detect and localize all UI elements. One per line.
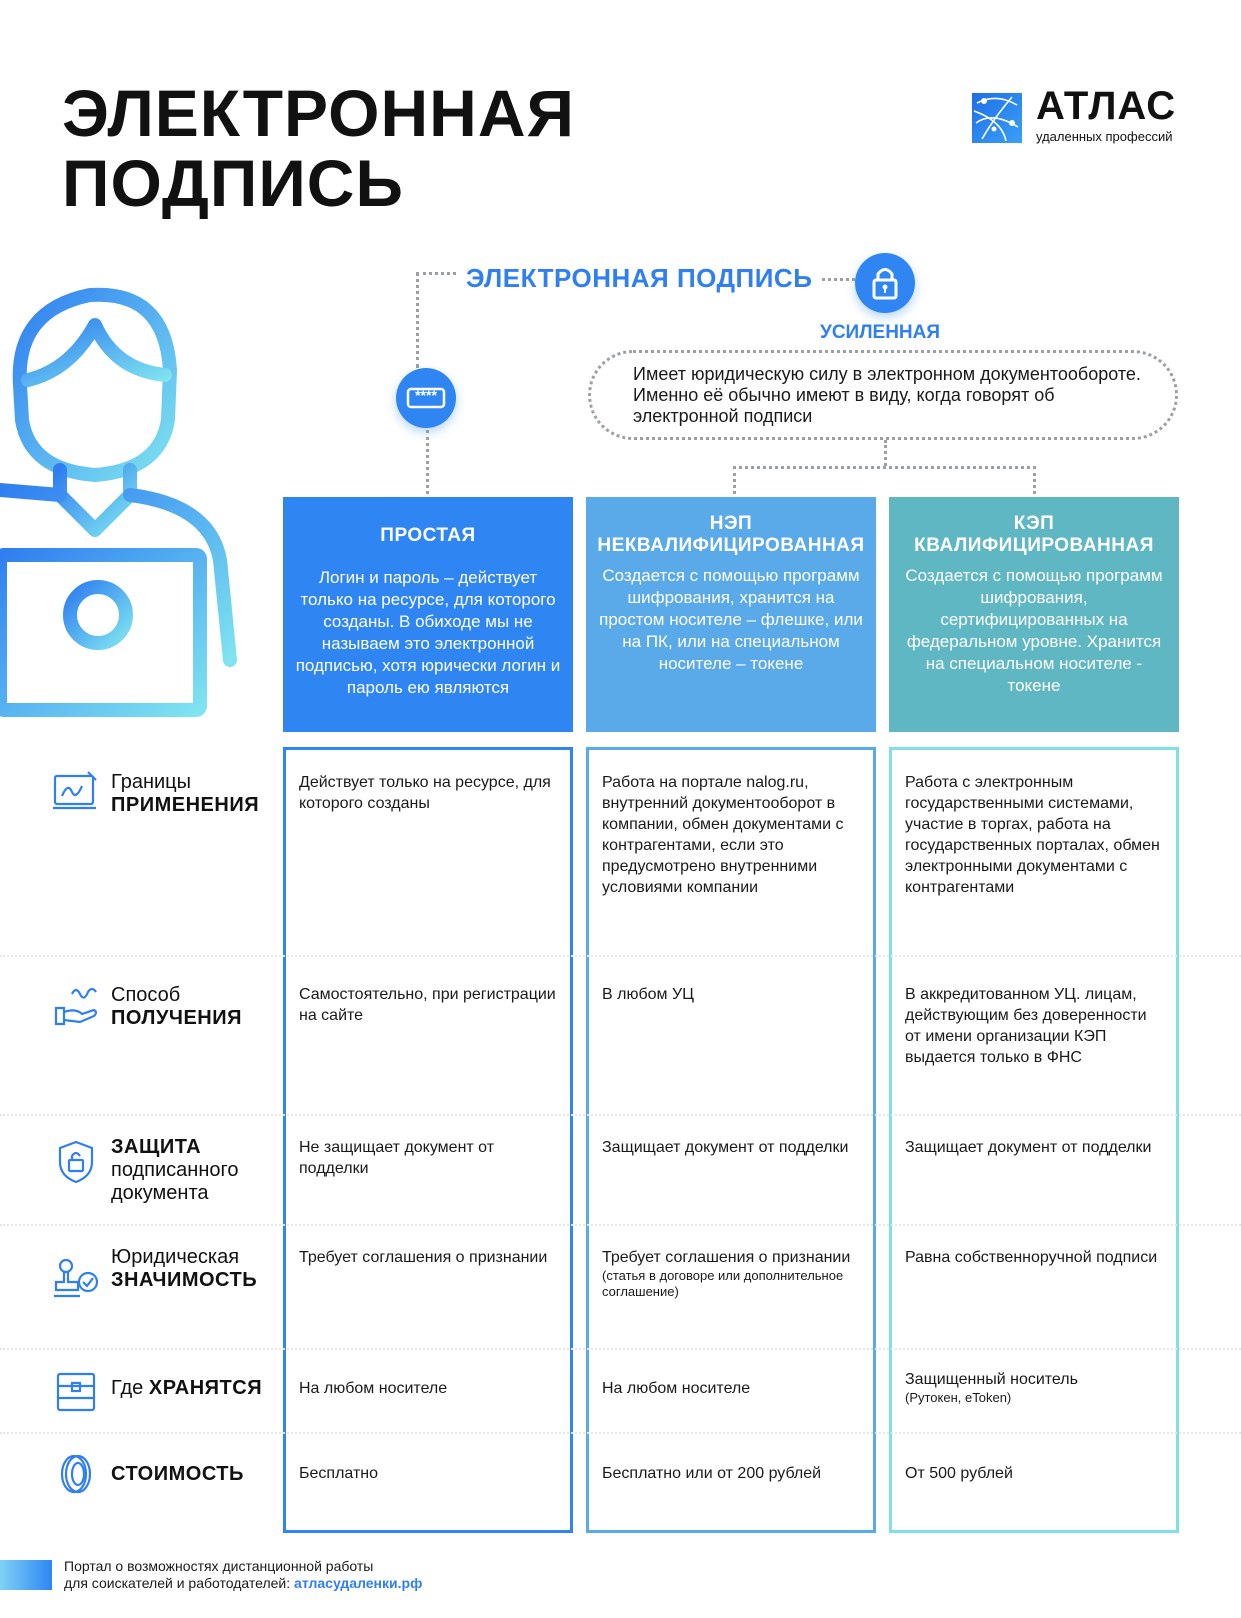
footer-accent-bar bbox=[0, 1560, 52, 1590]
enhanced-label: УСИЛЕННАЯ bbox=[820, 322, 941, 343]
atlas-logo-icon bbox=[972, 93, 1022, 143]
column-nep-box bbox=[586, 747, 876, 1533]
page-title-line2: ПОДПИСЬ bbox=[62, 146, 404, 220]
password-key-icon: **** bbox=[396, 368, 456, 428]
row-label-legal: Юридическая ЗНАЧИМОСТЬ bbox=[111, 1246, 258, 1291]
coin-icon bbox=[60, 1454, 92, 1494]
cell-legal-simple: Требует соглашения о признании bbox=[299, 1249, 548, 1266]
stamp-check-icon bbox=[54, 1258, 99, 1298]
column-title: КЭП bbox=[1013, 513, 1055, 534]
cell-storage-simple: На любом носителе bbox=[299, 1380, 448, 1397]
cell-note: (Рутокен, eToken) bbox=[905, 1390, 1012, 1405]
lock-icon bbox=[855, 253, 915, 313]
cell-cost-nep: Бесплатно или от 200 рублей bbox=[602, 1465, 822, 1482]
footer-link[interactable]: атласудаленки.рф bbox=[294, 1575, 423, 1591]
cell-scope-kep: Работа с электронным государственными си… bbox=[905, 774, 1160, 896]
cell-storage-kep: Защищенный носитель (Рутокен, eToken) bbox=[905, 1369, 1165, 1406]
cell-legal-nep: Требует соглашения о признании (статья в… bbox=[602, 1247, 862, 1300]
enhanced-description: Имеет юридическую силу в электронном док… bbox=[633, 364, 1141, 426]
enhanced-description-bubble bbox=[588, 350, 1178, 440]
row-label-storage: Где ХРАНЯТСЯ bbox=[111, 1377, 263, 1399]
row-label-obtain: Способ ПОЛУЧЕНИЯ bbox=[111, 984, 242, 1029]
cell-protection-nep: Защищает документ от подделки bbox=[602, 1139, 849, 1156]
person-laptop-illustration bbox=[0, 287, 237, 717]
cell-cost-simple: Бесплатно bbox=[299, 1465, 379, 1482]
cell-scope-simple: Действует только на ресурсе, для которог… bbox=[299, 774, 551, 812]
row-label-protection: ЗАЩИТА подписанного документа bbox=[111, 1136, 239, 1204]
cell-obtain-kep: В аккредитованном УЦ. лицам, действующим… bbox=[905, 986, 1147, 1066]
column-title: ПРОСТАЯ bbox=[380, 525, 476, 546]
hand-signature-icon bbox=[54, 987, 98, 1026]
column-title: НЭП bbox=[709, 513, 753, 534]
signature-root-title: ЭЛЕКТРОННАЯ ПОДПИСЬ bbox=[466, 263, 813, 293]
page-title: ЭЛЕКТРОННАЯ ПОДПИСЬ bbox=[62, 78, 575, 218]
row-label-scope: Границы ПРИМЕНЕНИЯ bbox=[111, 771, 260, 816]
column-kep-header: КЭП КВАЛИФИЦИРОВАННАЯ Создается с помощь… bbox=[889, 497, 1179, 732]
column-subtitle: КВАЛИФИЦИРОВАННАЯ bbox=[914, 535, 1154, 556]
column-description: Создается с помощью программ шифрования,… bbox=[905, 566, 1163, 695]
logo-name: АТЛАС bbox=[1036, 84, 1177, 128]
column-simple-header: ПРОСТАЯ Логин и пароль – действует тольк… bbox=[283, 497, 573, 732]
cell-protection-kep: Защищает документ от подделки bbox=[905, 1139, 1152, 1156]
cell-obtain-simple: Самостоятельно, при регистрации на сайте bbox=[299, 986, 556, 1024]
cell-scope-nep: Работа на портале nalog.ru, внутренний д… bbox=[602, 774, 844, 896]
logo-subtitle: удаленных профессий bbox=[1036, 129, 1173, 144]
column-subtitle: НЕКВАЛИФИЦИРОВАННАЯ bbox=[597, 535, 865, 556]
cell-protection-simple: Не защищает документ от подделки bbox=[299, 1139, 495, 1177]
column-nep-header: НЭП НЕКВАЛИФИЦИРОВАННАЯ Создается с помо… bbox=[586, 497, 876, 732]
cell-obtain-nep: В любом УЦ bbox=[602, 986, 694, 1003]
signature-tablet-icon bbox=[53, 771, 97, 810]
column-description: Создается с помощью программ шифрования,… bbox=[599, 566, 863, 673]
cell-cost-kep: От 500 рублей bbox=[905, 1465, 1013, 1482]
column-simple-box bbox=[283, 747, 573, 1533]
shield-lock-icon bbox=[58, 1140, 94, 1184]
cell-storage-nep: На любом носителе bbox=[602, 1380, 751, 1397]
column-kep-box bbox=[889, 747, 1179, 1533]
footer-text: Портал о возможностях дистанционной рабо… bbox=[64, 1558, 423, 1591]
row-label-cost: СТОИМОСТЬ bbox=[111, 1463, 244, 1485]
storage-chest-icon bbox=[56, 1372, 96, 1412]
cell-note: (статья в договоре или дополнительное со… bbox=[602, 1268, 844, 1299]
key-text: **** bbox=[415, 387, 437, 403]
page-title-line1: ЭЛЕКТРОННАЯ bbox=[62, 76, 575, 150]
column-description: Логин и пароль – действует только на рес… bbox=[295, 568, 561, 697]
cell-legal-kep: Равна собственноручной подписи bbox=[905, 1249, 1158, 1266]
